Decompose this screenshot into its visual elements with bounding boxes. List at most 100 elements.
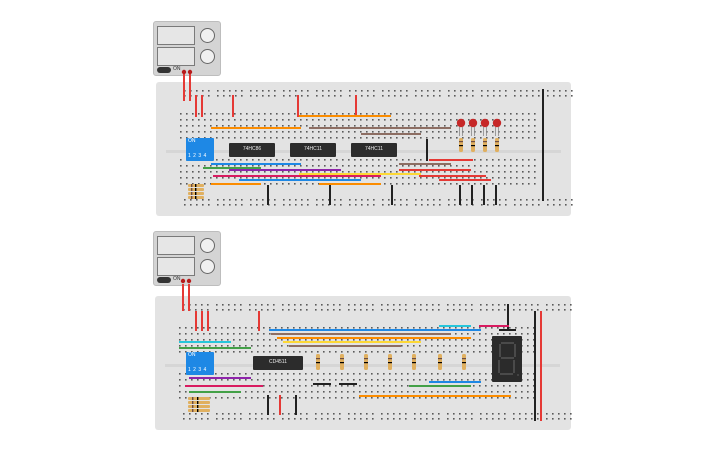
breadboard-hole bbox=[491, 391, 493, 393]
breadboard-hole bbox=[521, 385, 523, 387]
breadboard-hole bbox=[324, 131, 326, 133]
breadboard-hole bbox=[474, 171, 476, 173]
breadboard-hole bbox=[348, 137, 350, 139]
power-supply-bottom[interactable]: ON bbox=[153, 231, 221, 286]
breadboard-hole bbox=[492, 137, 494, 139]
dip-switch-bottom[interactable]: ON 1 2 3 4 bbox=[186, 352, 214, 375]
voltage-knob[interactable] bbox=[200, 28, 215, 43]
breadboard-hole bbox=[245, 391, 247, 393]
breadboard-hole bbox=[532, 199, 534, 201]
breadboard-hole bbox=[437, 339, 439, 341]
breadboard-hole bbox=[467, 351, 469, 353]
breadboard-hole bbox=[509, 391, 511, 393]
breadboard-hole bbox=[234, 177, 236, 179]
breadboard-hole bbox=[564, 309, 566, 311]
breadboard-hole bbox=[461, 345, 463, 347]
breadboard-hole bbox=[471, 418, 473, 420]
resistor bbox=[188, 397, 210, 400]
seven-segment-display[interactable] bbox=[492, 336, 522, 382]
breadboard-hole bbox=[408, 125, 410, 127]
breadboard-hole bbox=[336, 125, 338, 127]
breadboard-hole bbox=[327, 304, 329, 306]
chip-74hc11-a[interactable]: 74HC11 bbox=[290, 143, 336, 157]
breadboard-hole bbox=[531, 413, 533, 415]
breadboard-hole bbox=[480, 131, 482, 133]
power-switch[interactable] bbox=[157, 277, 171, 283]
breadboard-hole bbox=[395, 397, 397, 399]
breadboard-hole bbox=[180, 125, 182, 127]
chip-74hc86[interactable]: 74HC86 bbox=[229, 143, 275, 157]
breadboard-hole bbox=[432, 171, 434, 173]
breadboard-hole bbox=[246, 125, 248, 127]
breadboard-hole bbox=[245, 333, 247, 335]
breadboard-hole bbox=[522, 183, 524, 185]
breadboard-hole bbox=[378, 113, 380, 115]
breadboard-hole bbox=[299, 351, 301, 353]
breadboard-hole bbox=[438, 413, 440, 415]
breadboard-hole bbox=[198, 171, 200, 173]
power-supply-top[interactable]: ON bbox=[153, 21, 221, 76]
breadboard-hole bbox=[222, 304, 224, 306]
breadboard-hole bbox=[407, 345, 409, 347]
breadboard-hole bbox=[210, 171, 212, 173]
breadboard-hole bbox=[443, 397, 445, 399]
dip-switch-top[interactable]: ON 1 2 3 4 bbox=[186, 138, 214, 161]
breadboard-hole bbox=[444, 125, 446, 127]
voltage-knob[interactable] bbox=[200, 238, 215, 253]
breadboard-hole bbox=[537, 304, 539, 306]
breadboard-hole bbox=[233, 373, 235, 375]
breadboard-hole bbox=[419, 379, 421, 381]
breadboard-hole bbox=[558, 304, 560, 306]
probe-terminal bbox=[181, 69, 187, 75]
breadboard-hole bbox=[533, 333, 535, 335]
resistor-band bbox=[364, 358, 368, 360]
breadboard-hole bbox=[534, 125, 536, 127]
breadboard-hole bbox=[480, 304, 482, 306]
current-knob[interactable] bbox=[200, 259, 215, 274]
breadboard-hole bbox=[426, 413, 428, 415]
breadboard-hole bbox=[377, 379, 379, 381]
breadboard-hole bbox=[342, 171, 344, 173]
power-switch[interactable] bbox=[157, 67, 171, 73]
current-knob[interactable] bbox=[200, 49, 215, 64]
breadboard-hole bbox=[234, 418, 236, 420]
breadboard-hole bbox=[372, 177, 374, 179]
breadboard-hole bbox=[180, 159, 182, 161]
breadboard-hole bbox=[447, 413, 449, 415]
breadboard-hole bbox=[492, 183, 494, 185]
breadboard-hole bbox=[377, 373, 379, 375]
breadboard-hole bbox=[514, 90, 516, 92]
breadboard-hole bbox=[342, 177, 344, 179]
breadboard-hole bbox=[241, 204, 243, 206]
breadboard-hole bbox=[371, 351, 373, 353]
breadboard-hole bbox=[453, 418, 455, 420]
breadboard-hole bbox=[527, 397, 529, 399]
breadboard-hole bbox=[282, 171, 284, 173]
breadboard-hole bbox=[340, 204, 342, 206]
breadboard-hole bbox=[431, 379, 433, 381]
breadboard-hole bbox=[216, 137, 218, 139]
breadboard-hole bbox=[360, 125, 362, 127]
current-display bbox=[157, 257, 195, 276]
breadboard-hole bbox=[426, 125, 428, 127]
breadboard-hole bbox=[443, 391, 445, 393]
breadboard-hole bbox=[504, 137, 506, 139]
breadboard-hole bbox=[289, 199, 291, 201]
chip-cd4511[interactable]: CD4511 bbox=[253, 356, 303, 370]
breadboard-hole bbox=[407, 373, 409, 375]
breadboard-hole bbox=[402, 113, 404, 115]
breadboard-hole bbox=[209, 333, 211, 335]
breadboard-hole bbox=[565, 204, 567, 206]
breadboard-hole bbox=[323, 397, 325, 399]
breadboard-hole bbox=[525, 309, 527, 311]
chip-74hc11-b[interactable]: 74HC11 bbox=[351, 143, 397, 157]
breadboard-hole bbox=[485, 339, 487, 341]
breadboard-hole bbox=[492, 309, 494, 311]
breadboard-hole bbox=[437, 345, 439, 347]
breadboard-hole bbox=[534, 159, 536, 161]
breadboard-hole bbox=[228, 413, 230, 415]
breadboard-hole bbox=[450, 119, 452, 121]
breadboard-hole bbox=[250, 199, 252, 201]
breadboard-hole bbox=[479, 391, 481, 393]
